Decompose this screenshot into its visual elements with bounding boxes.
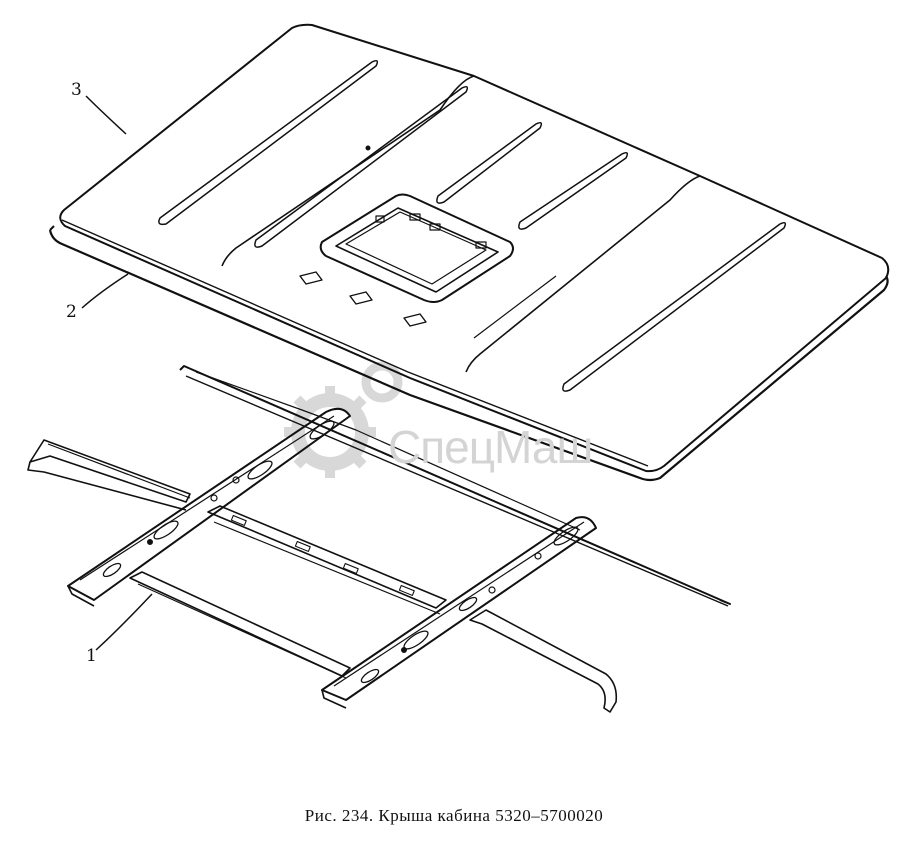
callout-3: 3 [71,80,82,100]
roof-frame [27,365,731,713]
figure-caption: Рис. 234. Крыша кабина 5320–5700020 [304,806,604,825]
callout-1: 1 [86,646,97,666]
watermark-text: СпецМаш [388,421,593,473]
watermark-gear-icon [291,361,403,471]
watermark-gear-teeth [284,386,376,478]
callout-leaders [81,95,153,651]
callout-2: 2 [66,302,77,322]
roof-panel [48,23,890,482]
